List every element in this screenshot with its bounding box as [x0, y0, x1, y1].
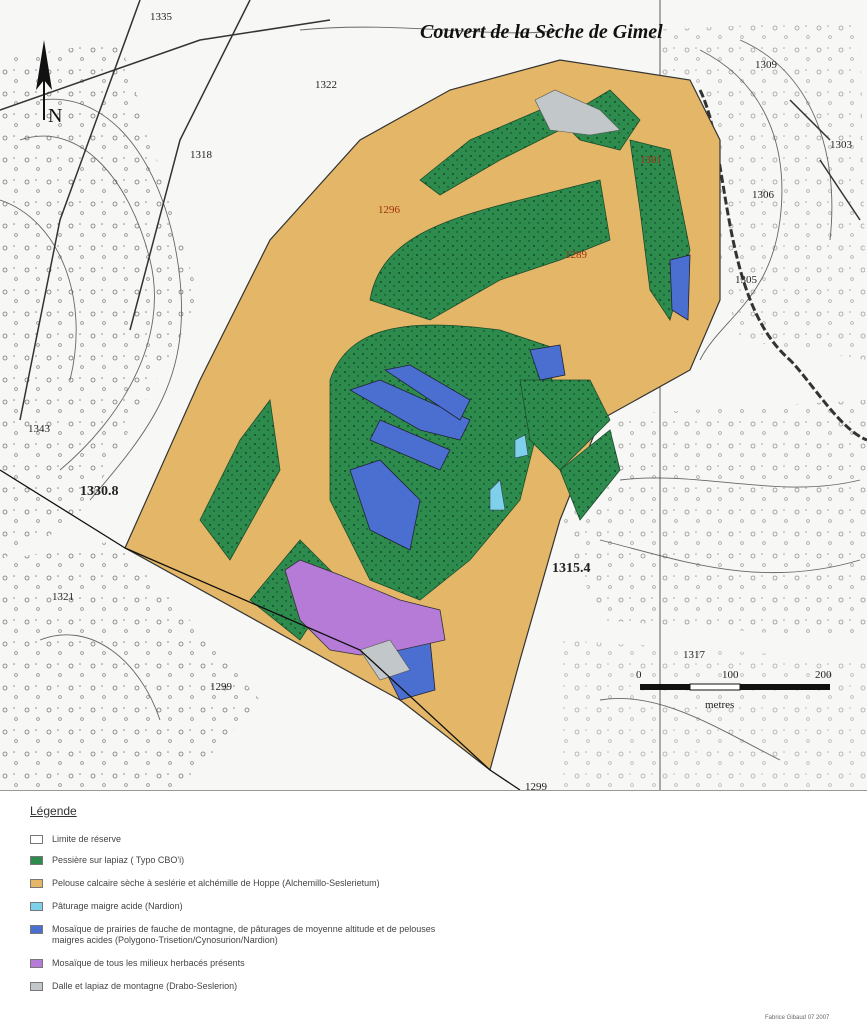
legend-swatch	[30, 835, 43, 844]
elevation-label: 1296	[378, 204, 401, 216]
elevation-label: 1305	[735, 274, 758, 286]
scale-tick: 0	[636, 669, 642, 681]
slab-patches	[359, 89, 621, 681]
mosaic-herb-patch	[284, 559, 446, 656]
legend-swatch	[30, 879, 43, 888]
legend-swatch	[30, 925, 43, 934]
acid-pasture-patches	[489, 434, 529, 511]
elevation-label: 1306	[752, 189, 775, 201]
map-canvas: N Couvert de la Sèche de Gimel 1335 1322…	[0, 0, 867, 793]
elevation-label: 1317	[683, 649, 706, 661]
scale-unit: metres	[705, 699, 734, 711]
legend-label: Pâturage maigre acide (Nardion)	[52, 901, 183, 911]
elevation-label: 1335	[150, 11, 173, 23]
map-title: Couvert de la Sèche de Gimel	[420, 21, 663, 43]
legend-swatch	[30, 982, 43, 991]
author-credit: Fabrice Gibaud 07 2007	[765, 1015, 830, 1021]
north-label: N	[48, 105, 62, 127]
contour-lines	[0, 26, 861, 761]
elevation-label: 1322	[315, 79, 337, 91]
elevation-label: 1330.8	[80, 484, 119, 499]
legend-swatch	[30, 959, 43, 968]
legend-label: Dalle et lapiaz de montagne (Drabo-Sesle…	[52, 981, 238, 991]
elevation-label: 1299	[210, 681, 233, 693]
elevation-labels: 1335 1322 1318 1309 1303 1306 1305 1343 …	[28, 11, 853, 793]
boundary-lines	[0, 469, 521, 791]
legend-label: Pessière sur lapiaz ( Typo CBO'i)	[52, 855, 185, 865]
north-arrow: N	[36, 40, 62, 127]
scale-bar: 0 100 200 metres	[636, 669, 832, 711]
scale-tick: 200	[815, 669, 832, 681]
elevation-label: 1299	[525, 781, 548, 790]
legend-label: Limite de réserve	[52, 834, 122, 844]
elevation-label: 1318	[190, 149, 213, 161]
elevation-label: 1321	[52, 591, 74, 603]
elevation-label: 1343	[28, 423, 51, 435]
legend-title: Légende	[30, 804, 77, 818]
scale-tick: 100	[722, 669, 739, 681]
legend-label: Mosaïque de prairies de fauche de montag…	[52, 924, 436, 945]
legend-label: Pelouse calcaire sèche à seslérie et alc…	[52, 878, 380, 888]
mosaic-meadow-patches	[349, 254, 691, 701]
legend-swatch	[30, 902, 43, 911]
elevation-label: 1315.4	[552, 561, 591, 576]
elevation-label: 1309	[755, 59, 778, 71]
legend-swatch	[30, 856, 43, 865]
elevation-label: 1303	[830, 139, 853, 151]
legend-panel: Légende Limite de réserve Pessière sur l…	[0, 792, 867, 1025]
legend-label: Mosaïque de tous les milieux herbacés pr…	[52, 958, 245, 968]
elevation-label: 1301	[640, 154, 662, 166]
elevation-label: 1289	[565, 249, 588, 261]
